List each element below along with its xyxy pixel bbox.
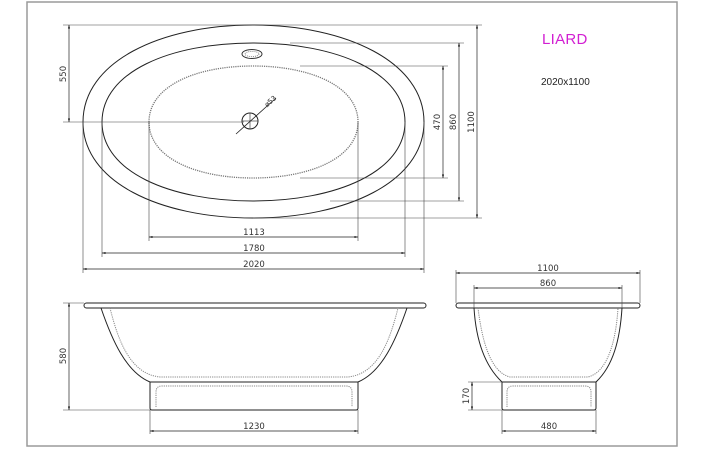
dim-side-base-length: 1230 xyxy=(243,422,265,432)
drain-icon xyxy=(235,97,277,135)
dim-basin-width: 470 xyxy=(433,114,443,130)
dim-overall-width: 1100 xyxy=(467,111,477,133)
dim-basin-length: 1113 xyxy=(243,228,265,238)
side-view xyxy=(63,302,427,434)
dim-end-inner-rim-width: 860 xyxy=(540,279,556,289)
dim-inner-rim-width: 860 xyxy=(449,114,459,130)
dim-end-overall-width: 1100 xyxy=(537,264,559,274)
overflow-icon xyxy=(241,49,263,59)
product-size: 2020x1100 xyxy=(541,77,590,88)
end-rim xyxy=(455,302,641,309)
dim-end-base-height: 170 xyxy=(462,388,472,404)
dim-overall-length: 2020 xyxy=(243,260,265,270)
end-view xyxy=(455,270,641,434)
end-shell xyxy=(473,307,623,411)
side-shell xyxy=(100,307,408,411)
product-name: LIARD xyxy=(542,31,588,48)
drawing-frame xyxy=(26,1,678,447)
dim-half-width: 550 xyxy=(59,66,69,82)
top-view xyxy=(63,24,482,273)
dim-end-base-width: 480 xyxy=(541,422,557,432)
dim-inner-rim-length: 1780 xyxy=(243,244,265,254)
drain-diameter-label: ø53 xyxy=(263,94,278,109)
outer-rim-outline xyxy=(82,24,425,219)
side-rim xyxy=(83,302,427,309)
dim-side-height: 580 xyxy=(59,348,69,364)
